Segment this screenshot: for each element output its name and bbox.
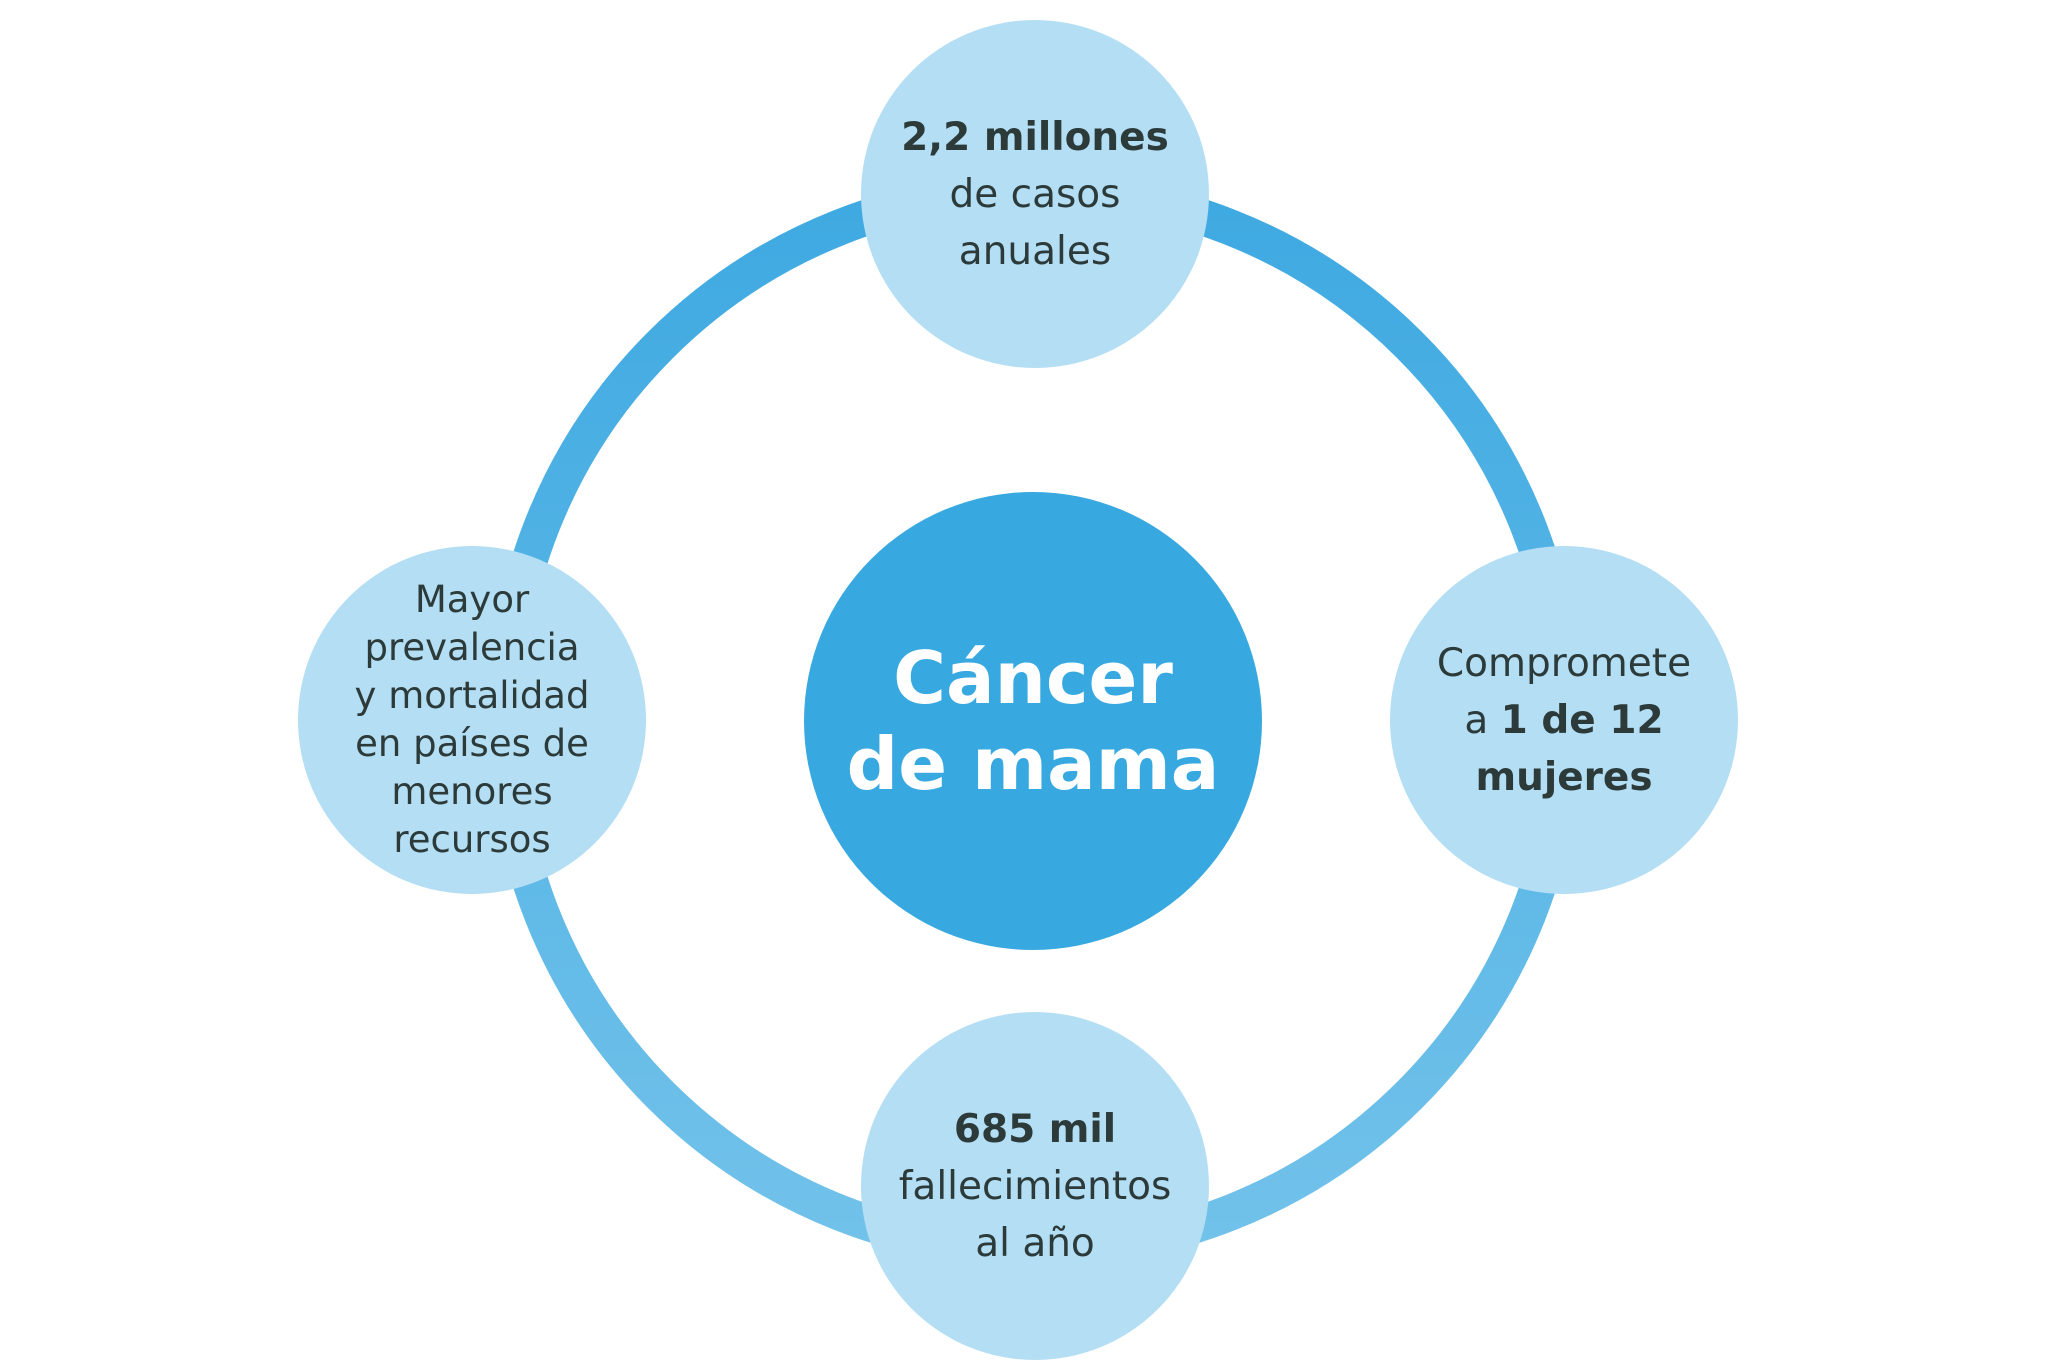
annual-cases-line-3: anuales [958,228,1112,274]
center-circle: Cáncer de mama [804,492,1262,950]
center-title-line-2: de mama [846,722,1220,806]
women-affected-prefix: a [1464,697,1501,743]
low-resource-line-1: Mayor [414,578,530,621]
women-affected-text: Compromete a 1 de 12 mujeres [1437,635,1691,806]
low-resource-line-4: en países de [355,722,589,765]
annual-deaths-figure: 685 mil [953,1106,1117,1152]
annual-deaths-line-2: fallecimientos [898,1163,1172,1209]
annual-cases-line-2: de casos [949,171,1121,217]
center-title-line-1: Cáncer [893,635,1173,720]
annual-deaths-line-3: al año [975,1220,1095,1266]
annual-cases-text: 2,2 millones de casos anuales [901,109,1169,280]
low-resource-line-2: prevalencia [364,626,580,669]
women-affected-line-2: a 1 de 12 [1437,692,1691,749]
women-affected-line-1: Compromete [1436,640,1692,686]
women-affected-circle: Compromete a 1 de 12 mujeres [1390,546,1738,894]
low-resource-countries-text: Mayor prevalencia y mortalidad en países… [355,576,590,864]
annual-deaths-text: 685 mil fallecimientos al año [899,1101,1172,1272]
low-resource-line-3: y mortalidad [354,674,590,717]
low-resource-line-6: recursos [393,818,551,861]
low-resource-line-5: menores [391,770,553,813]
women-affected-ratio: 1 de 12 [1500,697,1664,743]
annual-cases-circle: 2,2 millones de casos anuales [861,20,1209,368]
annual-deaths-circle: 685 mil fallecimientos al año [861,1012,1209,1360]
low-resource-countries-circle: Mayor prevalencia y mortalidad en países… [298,546,646,894]
annual-cases-figure: 2,2 millones [901,114,1169,160]
women-affected-line-3: mujeres [1475,754,1653,800]
